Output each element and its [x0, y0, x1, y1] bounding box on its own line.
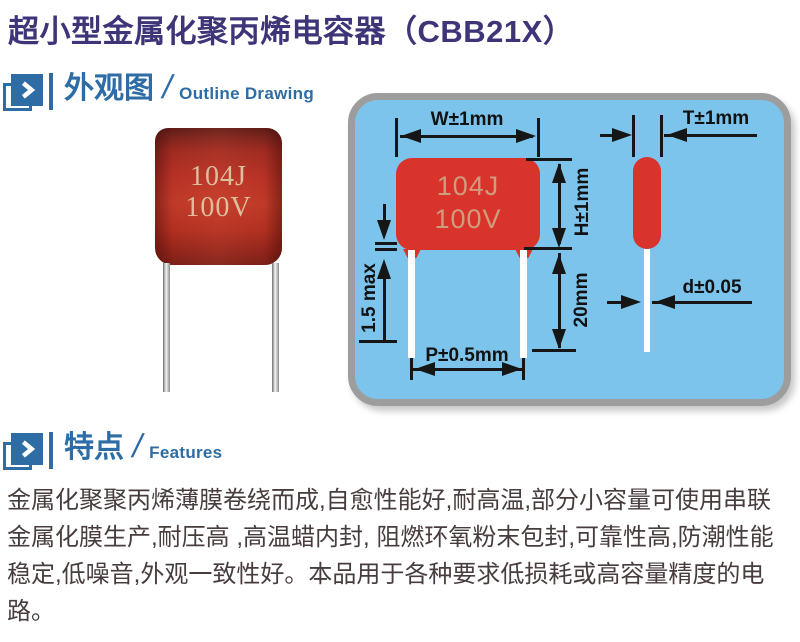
capacitor-lead-left	[163, 263, 170, 392]
arrowhead-down-icon	[552, 329, 566, 352]
h-dimension-line	[558, 164, 561, 244]
lead-length-dimension-line	[558, 253, 561, 348]
arrowhead-up-icon	[552, 160, 566, 183]
dim-label-pitch: P±0.5mm	[425, 345, 509, 366]
standoff-arrow-tail-bottom	[383, 274, 386, 340]
chevron-right-icon	[11, 74, 43, 106]
dim-label-height: H±1mm	[572, 167, 593, 237]
chevron-right-icon	[11, 433, 43, 465]
arrowhead-down-icon	[552, 228, 566, 251]
section-icon	[2, 67, 58, 113]
page-title: 超小型金属化聚丙烯电容器（CBB21X）	[8, 14, 575, 49]
t-extension-left	[632, 115, 635, 157]
standoff-arrow-tail-top	[383, 204, 386, 222]
arrowhead-left-icon	[664, 128, 687, 142]
header-divider-bar	[49, 432, 53, 469]
lead-length-extension-bottom	[532, 349, 576, 352]
arrowhead-right-icon	[621, 295, 644, 309]
arrowhead-left-icon	[652, 295, 675, 309]
header-divider-bar	[49, 73, 53, 110]
arrowhead-right-icon	[612, 128, 635, 142]
section-title-zh: 特点	[64, 431, 124, 464]
standoff-gap-mark-top	[375, 242, 397, 245]
arrowhead-left-icon	[412, 362, 435, 376]
front-view-marking: 104J 100V	[434, 171, 502, 234]
capacitor-body-photo: 104J 100V	[155, 128, 282, 265]
front-lead-right	[520, 250, 527, 358]
arrowhead-up-icon	[552, 251, 566, 274]
section-icon	[2, 426, 58, 472]
side-lead	[644, 249, 650, 352]
dim-label-lead-diameter: d±0.05	[682, 277, 742, 298]
section-header-outline-drawing: 外观图 / Outline Drawing	[2, 67, 314, 115]
d-dimension-line	[652, 301, 752, 304]
pitch-extension-right	[522, 358, 525, 380]
capacitor-marking: 104J 100V	[185, 161, 252, 223]
features-paragraph: 金属化聚聚丙烯薄膜卷绕而成,自愈性能好,耐高温,部分小容量可使用串联 金属化膜生…	[7, 482, 799, 630]
t-arrow-tail-left	[600, 134, 615, 137]
capacitor-photo: 104J 100V	[140, 113, 336, 395]
standoff-gap-mark-bottom	[375, 248, 397, 251]
section-slash: /	[159, 68, 177, 105]
arrowhead-up-icon	[377, 256, 391, 279]
t-extension-right	[660, 115, 663, 157]
features-line: 金属化聚聚丙烯薄膜卷绕而成,自愈性能好,耐高温,部分小容量可使用串联	[7, 487, 772, 514]
d-arrow-tail-left	[607, 301, 621, 304]
front-lead-left	[408, 250, 415, 358]
side-view-body	[633, 157, 661, 249]
capacitor-lead-right	[272, 263, 279, 392]
outline-drawing-panel: 104J 100V W±1mm H±1mm 20mm	[348, 93, 791, 406]
arrowhead-down-icon	[377, 220, 391, 243]
w-extension-left	[395, 118, 398, 157]
h-extension-bottom	[524, 247, 572, 250]
dim-label-standoff: 1.5 max	[359, 263, 380, 333]
t-dimension-line	[664, 134, 757, 137]
w-dimension-line	[400, 135, 533, 138]
pitch-extension-left	[410, 358, 413, 380]
arrowhead-left-icon	[398, 129, 421, 143]
h-extension-top	[526, 158, 572, 161]
features-line: 金属化膜生产,耐压高 ,高温蜡内封, 阻燃环氧粉末包封,可靠性高,防潮性能	[7, 524, 774, 551]
section-title-en: Outline Drawing	[179, 84, 315, 103]
pitch-dimension-line	[413, 368, 522, 371]
dim-label-thickness: T±1mm	[682, 108, 750, 129]
dim-label-lead-length: 20mm	[571, 272, 592, 328]
arrowhead-right-icon	[516, 129, 539, 143]
section-slash: /	[129, 427, 147, 464]
dim-label-width: W±1mm	[430, 109, 504, 130]
section-header-features: 特点 / Features	[2, 426, 222, 474]
features-line: 稳定,低噪音,外观一致性好。本品用于各种要求低损耗或高容量精度的电	[7, 561, 765, 588]
section-title-en: Features	[149, 443, 223, 462]
front-view-body	[396, 158, 540, 250]
w-extension-right	[537, 118, 540, 157]
section-title-zh: 外观图	[64, 72, 154, 105]
arrowhead-right-icon	[502, 362, 525, 376]
features-line: 路。	[7, 598, 55, 625]
standoff-baseline	[359, 340, 397, 343]
